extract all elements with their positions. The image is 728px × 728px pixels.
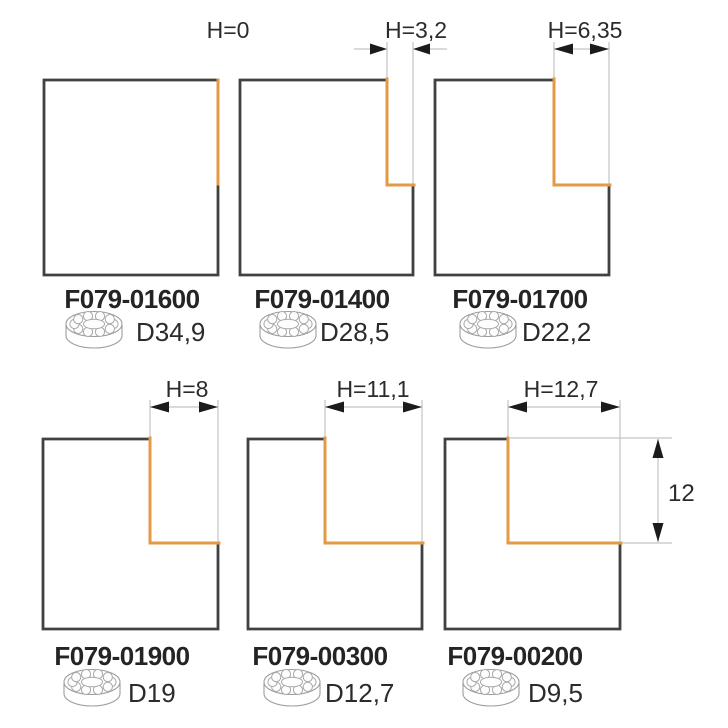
- profile-outline: [443, 437, 622, 631]
- dimension-arrow-left: [325, 401, 344, 413]
- dimension-arrow-right: [413, 43, 430, 55]
- diameter-label: D28,5: [320, 317, 389, 347]
- bearing-icon: [459, 310, 517, 349]
- diagram-h3-2: H=3,2 F079-01400 D28,5: [238, 17, 447, 349]
- dimension-arrow-right: [403, 401, 422, 413]
- dimension-arrow-right: [601, 401, 620, 413]
- bearing-icon: [63, 668, 121, 707]
- h-dimension-label: H=0: [207, 17, 250, 43]
- diameter-label: D22,2: [522, 317, 591, 347]
- bearing-icon: [462, 668, 520, 707]
- dimension-arrow-left: [554, 43, 573, 55]
- cutting-edge-highlight: [506, 436, 623, 545]
- h-dimension-label: H=8: [166, 376, 209, 402]
- diagram-h12-7: H=12,7 12 F079-00200 D9,5: [443, 376, 695, 708]
- part-number: F079-01900: [54, 641, 189, 671]
- profile-outline: [42, 78, 220, 277]
- diameter-label: D19: [128, 678, 176, 708]
- diameter-label: D9,5: [528, 678, 583, 708]
- cutting-edge-highlight: [552, 77, 612, 187]
- dimension-arrow-right: [590, 43, 609, 55]
- h-dimension-label: H=3,2: [385, 17, 447, 43]
- h-dimension-label: H=12,7: [524, 376, 599, 402]
- bearing-icon: [263, 668, 321, 707]
- depth-arrow-up: [652, 439, 664, 458]
- profile-outline: [246, 437, 424, 631]
- profile-outline: [433, 78, 611, 277]
- part-number: F079-00200: [447, 641, 582, 671]
- part-number: F079-01600: [64, 284, 199, 314]
- profile-outline: [238, 78, 415, 277]
- bearing-icon: [65, 310, 123, 349]
- cutting-edge-highlight: [148, 436, 221, 545]
- cutting-edge-highlight: [385, 77, 416, 187]
- part-number: F079-00300: [252, 641, 387, 671]
- h-dimension-label: H=11,1: [336, 376, 409, 402]
- part-number: F079-01700: [452, 284, 587, 314]
- profile-outline: [41, 437, 220, 631]
- dimension-arrow-left: [150, 401, 169, 413]
- diameter-label: D12,7: [325, 678, 394, 708]
- diagram-h8: H=8 F079-01900 D19: [41, 376, 221, 708]
- diameter-label: D34,9: [136, 317, 205, 347]
- diagram-h11-1: H=11,1 F079-00300 D12,7: [246, 376, 425, 708]
- depth-arrow-down: [652, 523, 664, 542]
- dimension-arrow-left: [370, 43, 387, 55]
- part-number: F079-01400: [254, 284, 389, 314]
- cutting-edge-highlight: [323, 436, 425, 545]
- depth-dimension-label: 12: [668, 480, 695, 507]
- dimension-arrow-left: [508, 401, 527, 413]
- diagram-h6-35: H=6,35 F079-01700 D22,2: [433, 17, 623, 349]
- diagram-h0: H=0 F079-01600 D34,9: [42, 17, 250, 349]
- bearing-icon: [259, 310, 317, 349]
- dimension-arrow-right: [199, 401, 218, 413]
- h-dimension-label: H=6,35: [548, 17, 623, 43]
